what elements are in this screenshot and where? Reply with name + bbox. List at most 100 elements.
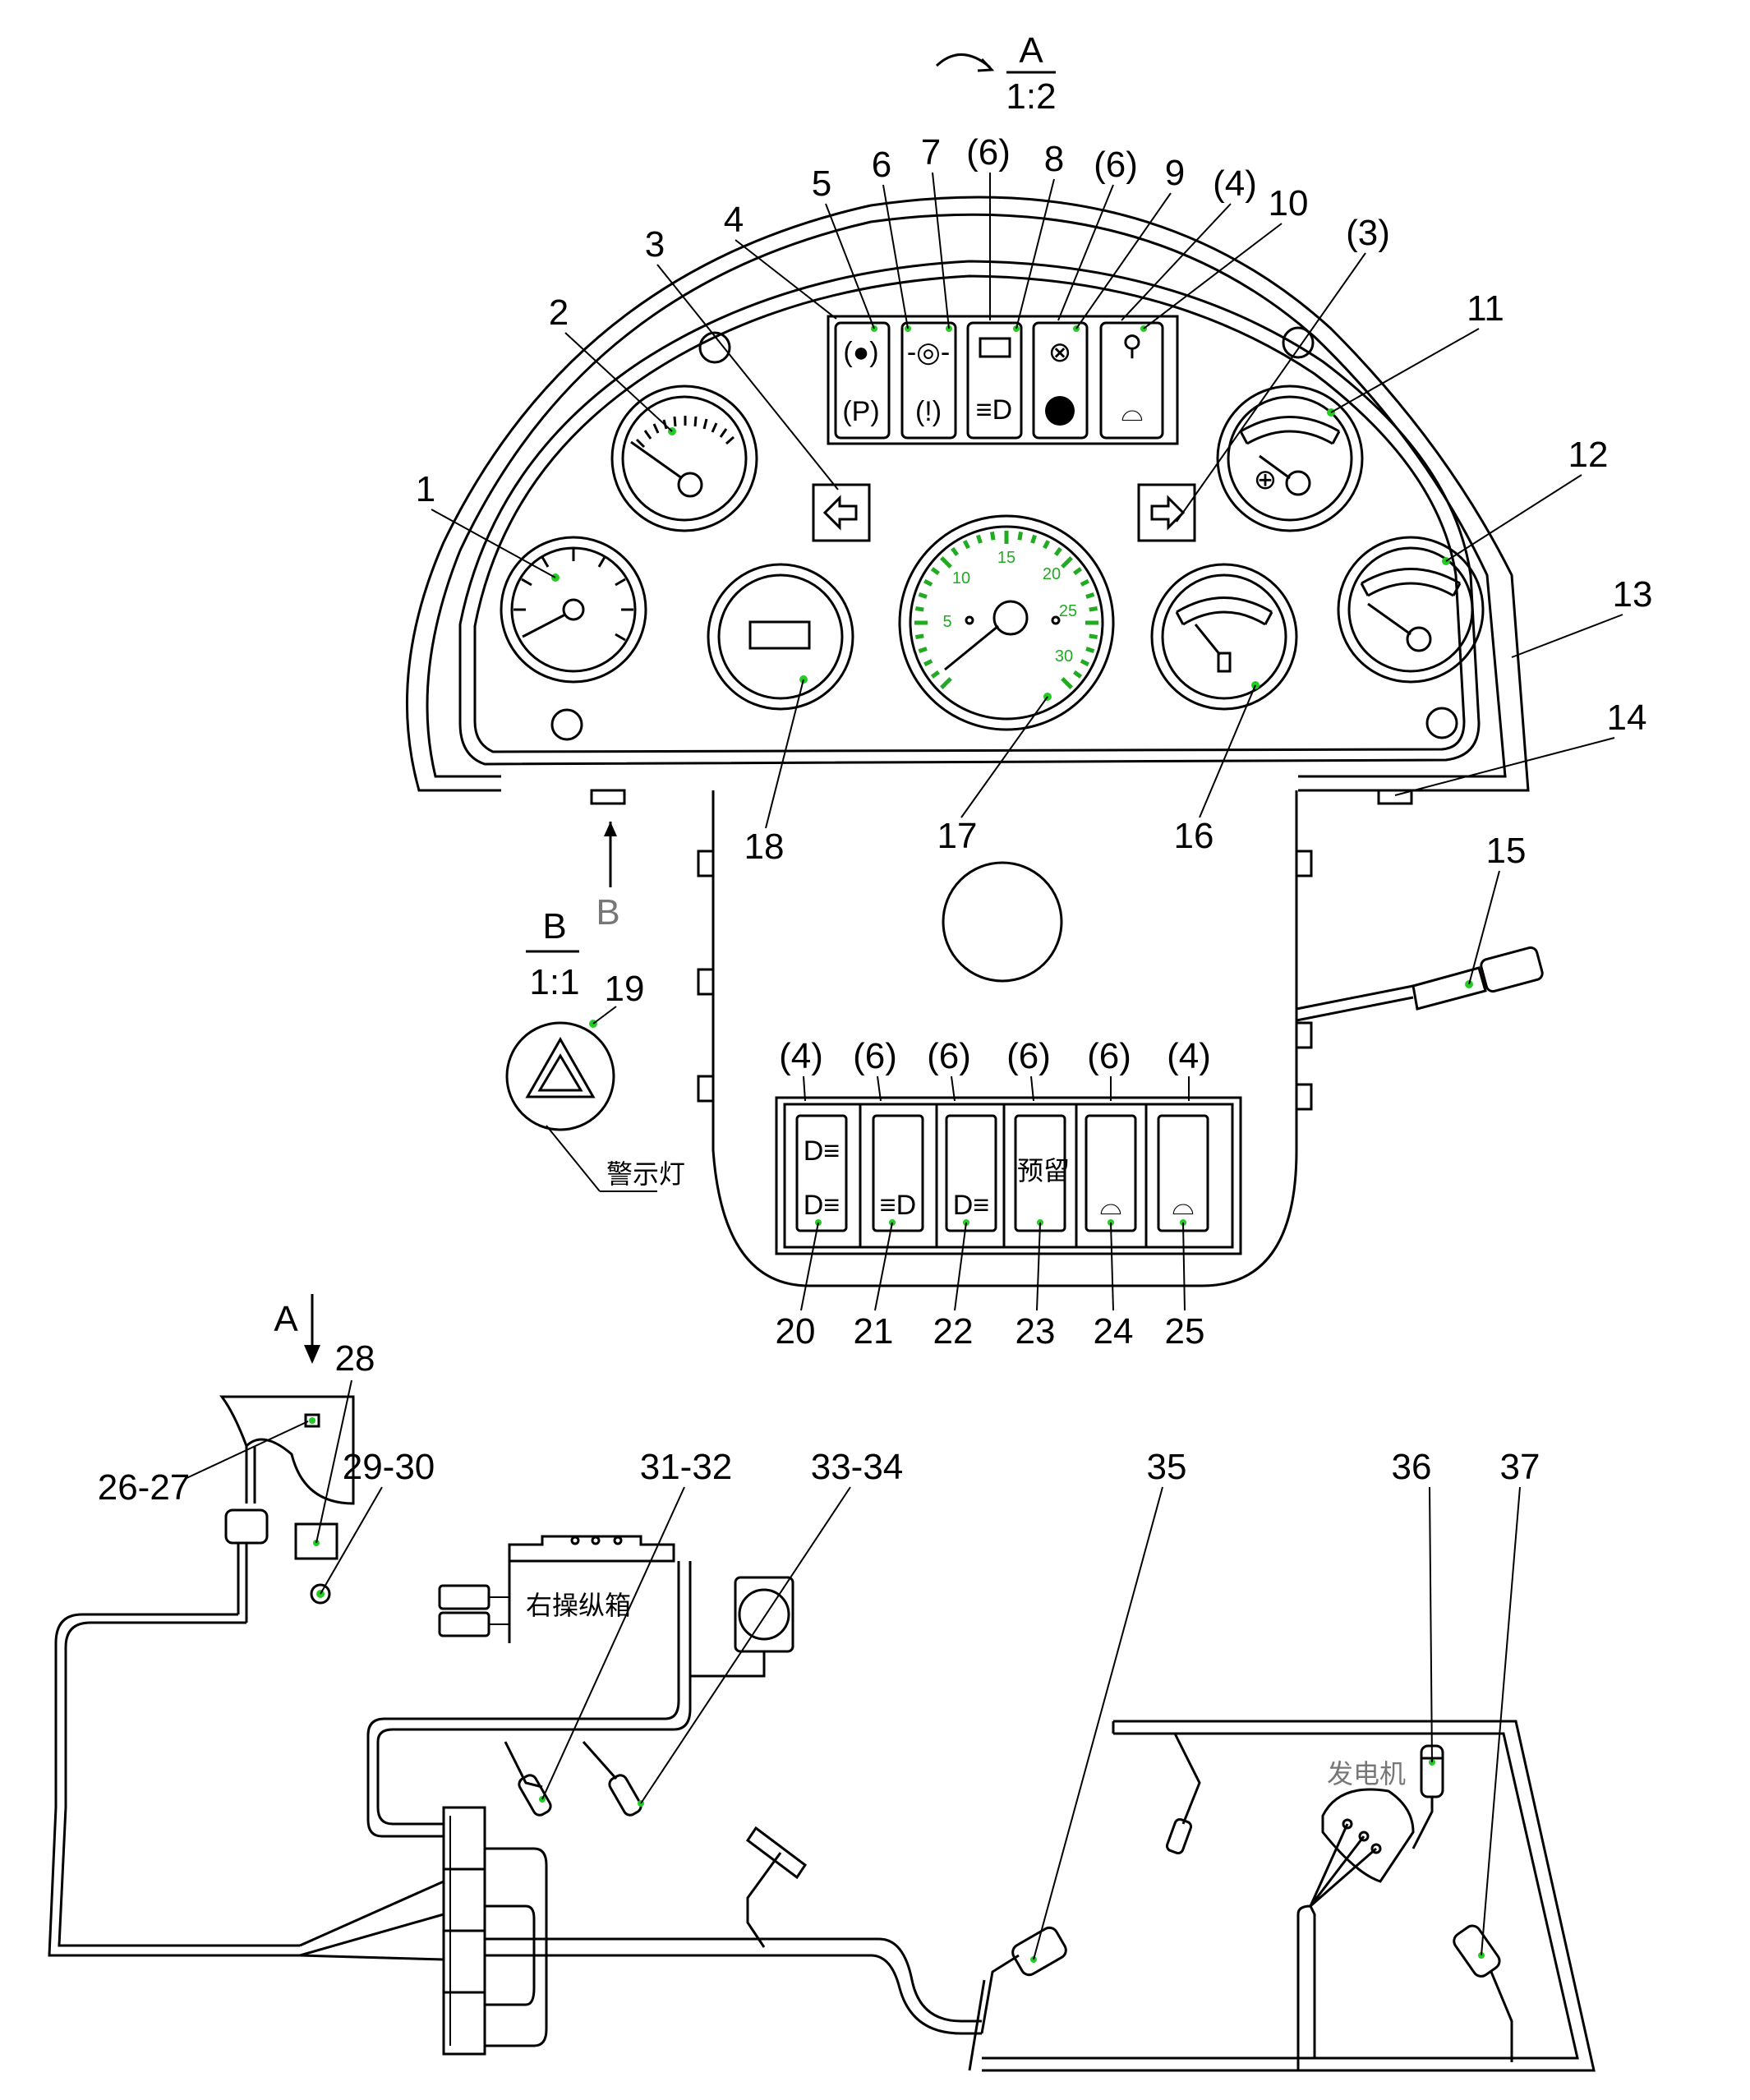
speedo-tick — [940, 677, 952, 689]
speedo-tick — [930, 670, 940, 679]
dashboard-pedestal — [697, 790, 1313, 1287]
speedo-tick — [940, 556, 952, 569]
speedo-tick — [1080, 578, 1089, 587]
speedo-label-10: 10 — [952, 569, 970, 587]
callout-36: 36 — [1392, 1447, 1432, 1487]
callouts-harness: 26-27 28 29-30 31-32 33-34 35 36 37 — [98, 1338, 1540, 1960]
gauge-18-hour-meter — [707, 563, 854, 711]
gauge-1 — [500, 536, 647, 684]
callout-28: 28 — [335, 1338, 375, 1379]
speedo-tick — [1085, 647, 1095, 653]
hydraulic-oil-icon: ⌓ — [1121, 396, 1144, 427]
speedo-tick — [962, 540, 970, 550]
switch-25-washer[interactable]: ⌓ — [1157, 1114, 1209, 1232]
wiring-harness: A 右操纵箱 — [48, 1294, 1596, 2072]
speedo-tick — [914, 606, 924, 612]
callout-25: 25 — [1165, 1311, 1205, 1352]
brake-fault-icon: (!) — [915, 396, 942, 427]
speedo-tick — [1061, 556, 1073, 569]
callout-33-34: 33-34 — [811, 1447, 904, 1487]
view-b-scale: 1:1 — [529, 962, 579, 1002]
speedo-tick — [1053, 546, 1062, 556]
hazard-switch-19[interactable]: 警示灯 — [505, 1020, 685, 1192]
speedo-label-5: 5 — [942, 613, 951, 631]
speedo-tick — [914, 633, 924, 639]
callout-23: 23 — [1015, 1311, 1056, 1352]
speedo-tick — [930, 567, 940, 576]
speedo-label-25: 25 — [1059, 602, 1077, 620]
callout-19: 19 — [605, 969, 645, 1009]
view-a-letter: A — [1019, 30, 1043, 71]
speedo-tick — [1073, 567, 1083, 576]
switch-panel: D≡ D≡ ≡D D≡ 预留 ⌓ ⌓ — [775, 1096, 1242, 1255]
speedometer-tick-labels: 5 10 15 20 25 30 — [942, 549, 1077, 665]
view-b-label: B B 1:1 — [526, 822, 620, 1002]
callouts-switches: (4) (6) (6) (6) (6) (4) 20 21 22 23 24 2… — [776, 1036, 1211, 1352]
low-beam-icon: D≡ — [953, 1190, 989, 1221]
callout-4: 4 — [724, 200, 744, 240]
switch-21-high-beam[interactable]: ≡D — [872, 1114, 924, 1232]
combination-switch-lever[interactable] — [1296, 946, 1544, 1022]
speedo-tick — [1073, 670, 1083, 679]
filter-warning-icon: ⊗ — [1048, 337, 1072, 368]
callout-21: 21 — [854, 1311, 894, 1352]
speedo-tick — [1043, 540, 1051, 550]
switch-20-headlight[interactable]: D≡ D≡ — [795, 1114, 848, 1232]
callouts-top: 1 2 3 4 5 6 7 (6) 8 (6) 9 (4) 10 (3) 11 … — [416, 132, 1653, 1025]
callout-s6b: (6) — [927, 1036, 971, 1076]
wiper-icon: ⌓ — [1100, 1190, 1122, 1221]
battery-icon — [979, 337, 1011, 358]
callout-31-32: 31-32 — [640, 1447, 733, 1487]
view-b-arrow-letter: B — [596, 892, 619, 933]
speedo-tick — [918, 592, 928, 599]
callout-14: 14 — [1607, 698, 1647, 738]
indicator-light-panel: (●) (P) -◎- (!) ≡D ⊗ ⚲ ⌓ — [827, 315, 1179, 445]
callout-11: 11 — [1467, 288, 1504, 329]
callout-10: 10 — [1269, 183, 1309, 223]
gauge-12-water-temp — [1337, 536, 1485, 684]
speedo-label-20: 20 — [1043, 565, 1061, 583]
reserved-label: 预留 — [1017, 1155, 1070, 1186]
callout-8: 8 — [1044, 139, 1064, 179]
callout-3: 3 — [645, 224, 665, 265]
callout-4a: (4) — [1213, 163, 1257, 204]
callout-26-27: 26-27 — [98, 1467, 191, 1508]
gauge-2-fuel — [610, 385, 758, 532]
washer-icon: ⌓ — [1172, 1190, 1195, 1221]
speedo-tick — [1089, 606, 1098, 612]
callout-13: 13 — [1613, 574, 1653, 615]
callout-s6a: (6) — [853, 1036, 897, 1076]
switch-24-wiper[interactable]: ⌓ — [1085, 1114, 1137, 1232]
speedo-tick — [990, 531, 996, 541]
callout-2: 2 — [549, 292, 569, 333]
callout-3a: (3) — [1346, 213, 1390, 253]
switch-22-low-beam[interactable]: D≡ — [945, 1114, 997, 1232]
dashboard-housing — [406, 196, 1530, 805]
high-beam-icon: ≡D — [976, 394, 1012, 426]
arrow-left-icon — [822, 495, 858, 531]
callout-12: 12 — [1568, 435, 1609, 475]
speedo-tick — [1089, 633, 1098, 639]
view-a-scale: 1:2 — [1006, 76, 1056, 117]
callout-6: 6 — [872, 145, 891, 185]
switch-23-reserved[interactable]: 预留 — [1014, 1114, 1070, 1232]
callout-1: 1 — [416, 469, 435, 509]
callout-6b: (6) — [1094, 145, 1138, 185]
callout-9: 9 — [1165, 153, 1185, 193]
arrow-right-icon — [1150, 495, 1186, 531]
callout-37: 37 — [1500, 1447, 1540, 1487]
right-turn-indicator — [1137, 483, 1196, 542]
generator-label: 发电机 — [1327, 1758, 1406, 1789]
callout-24: 24 — [1094, 1311, 1134, 1352]
speedo-tick — [976, 534, 983, 544]
right-control-box-label: 右操纵箱 — [526, 1590, 631, 1621]
view-a-label: A 1:2 — [935, 30, 1057, 117]
speedo-label-15: 15 — [997, 549, 1015, 567]
speedo-tick — [1030, 534, 1037, 544]
fuse-box-28 — [294, 1522, 338, 1560]
parking-brake-icon: (P) — [842, 396, 879, 427]
arrow-up-icon — [604, 822, 617, 836]
speedo-tick — [951, 546, 960, 556]
callout-29-30: 29-30 — [343, 1447, 435, 1487]
